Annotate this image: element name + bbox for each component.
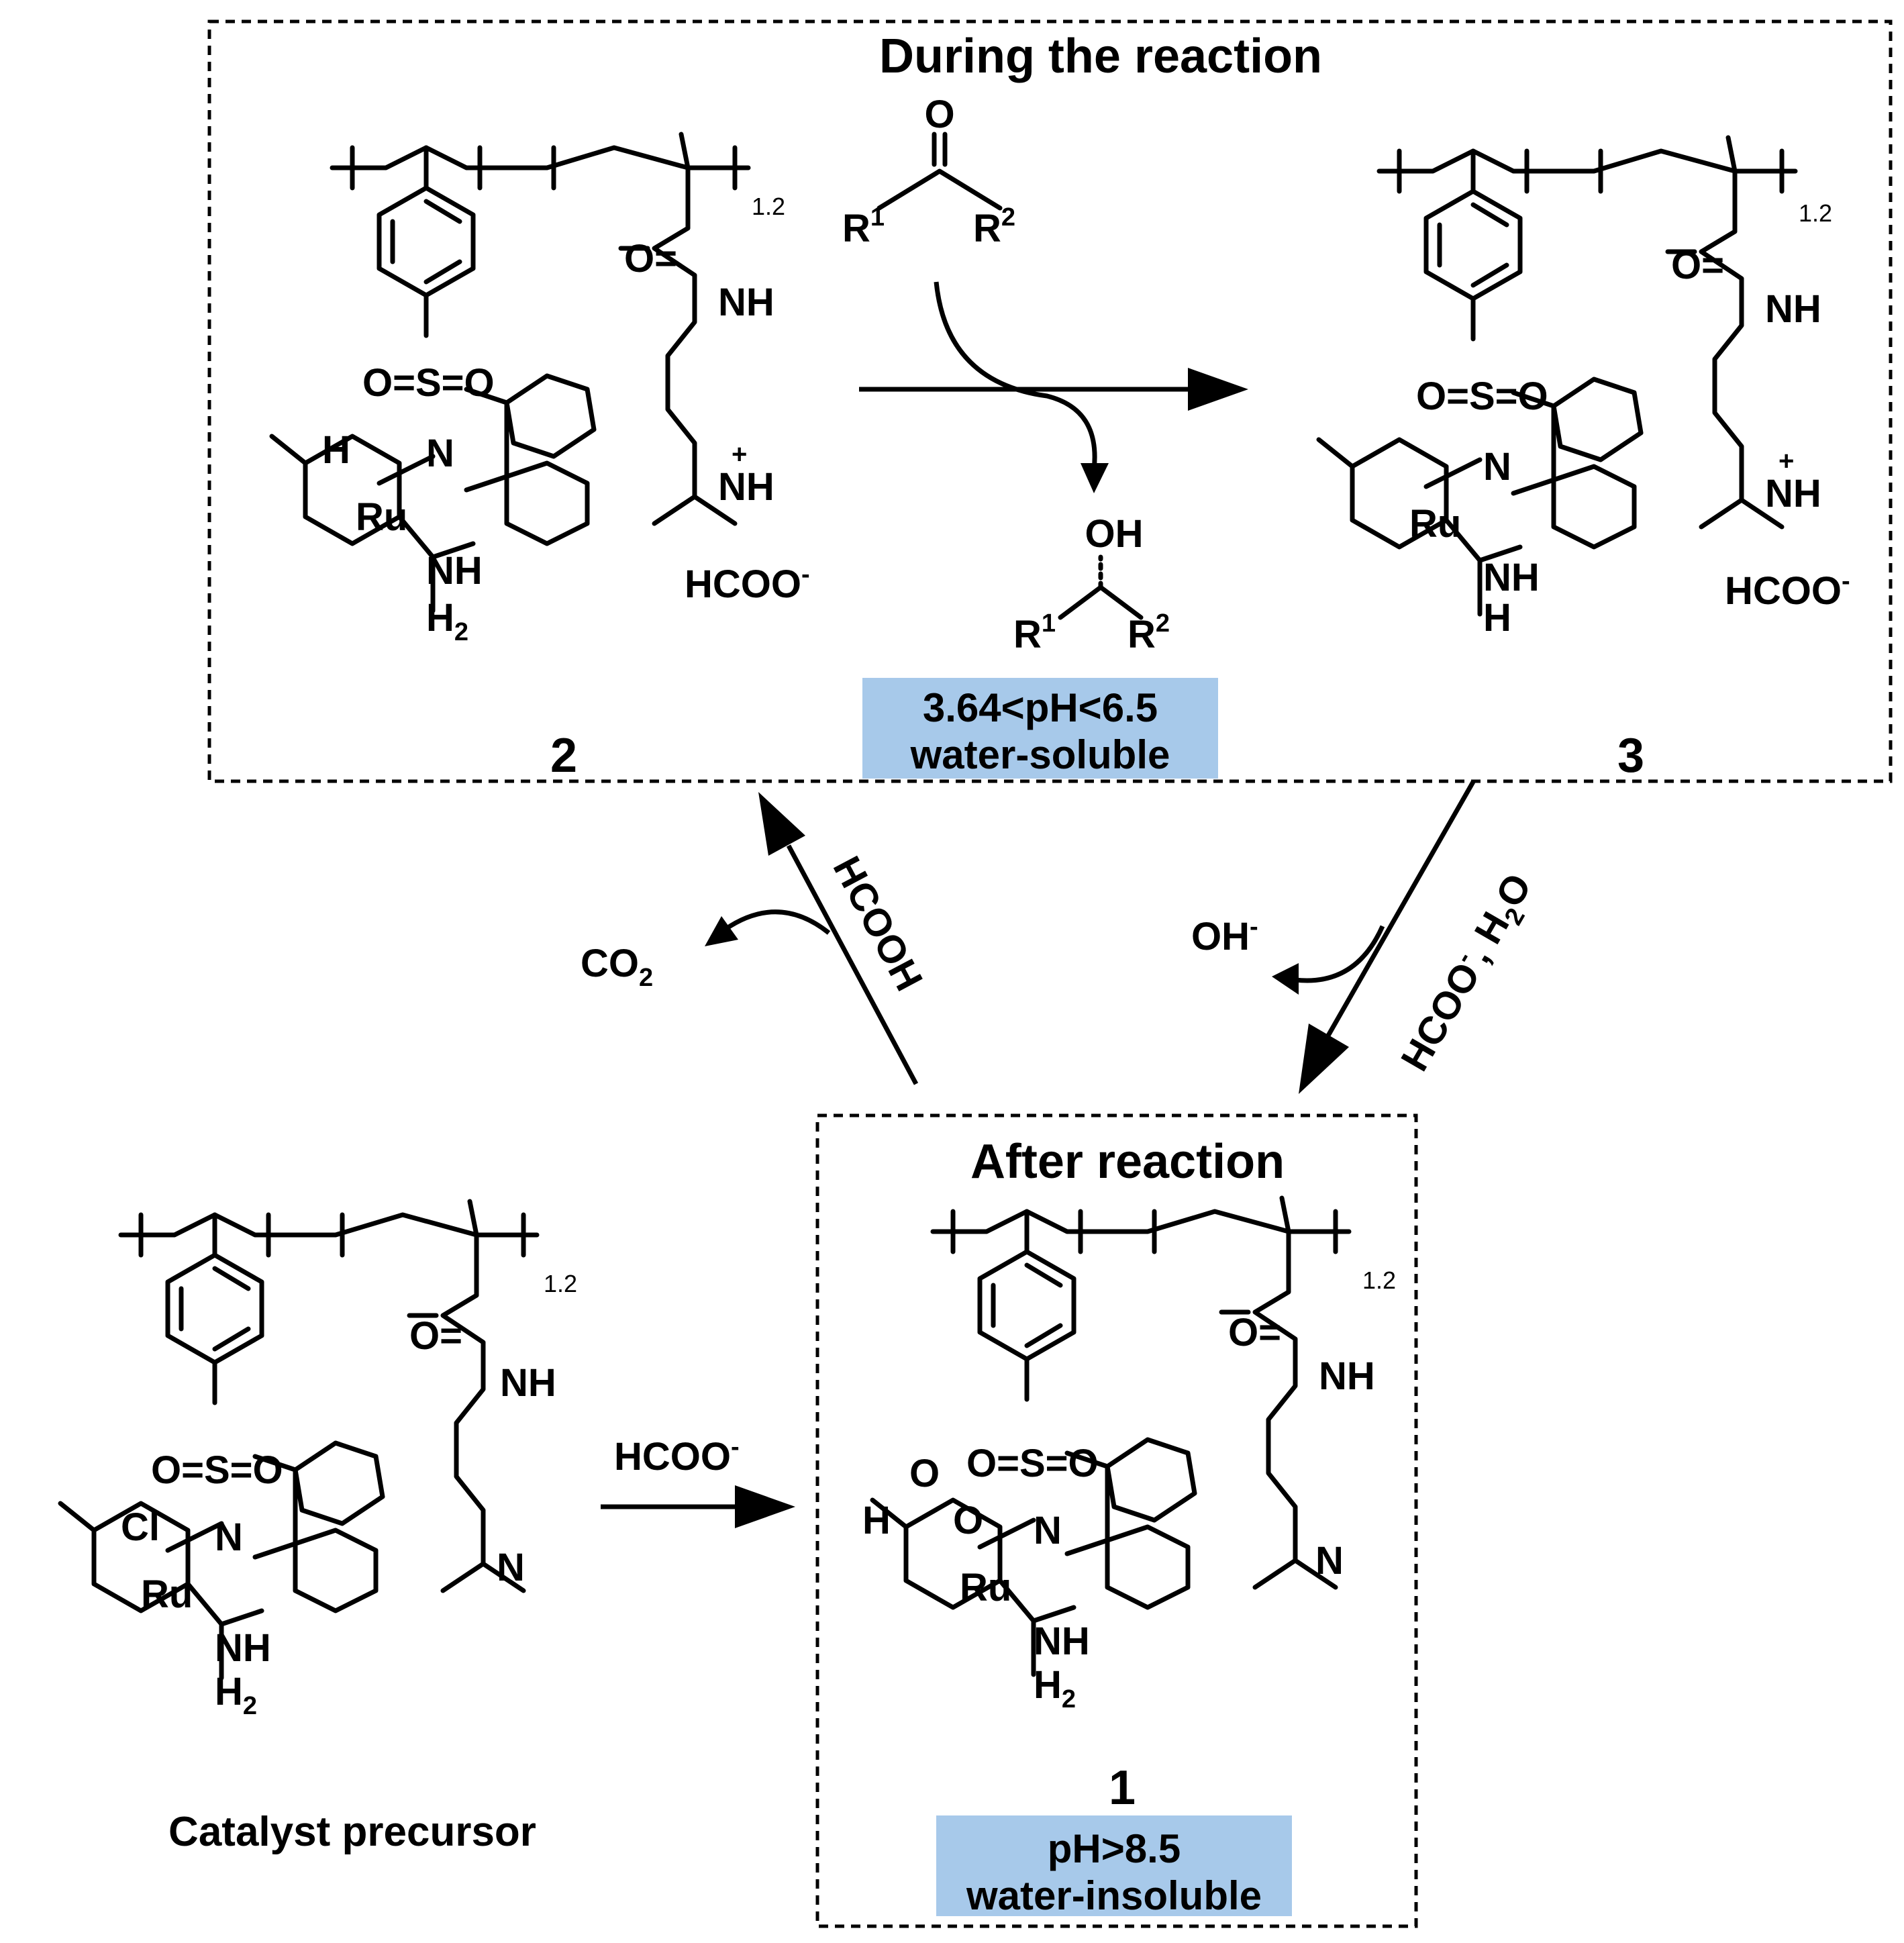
formate-activation-reagent: HCOO-	[614, 1433, 740, 1479]
complex-3-n: N	[1483, 445, 1511, 489]
alcohol-r2: R2	[1128, 609, 1170, 656]
alcohol-r1: R1	[1013, 609, 1056, 656]
complex-2-plus: +	[732, 440, 747, 469]
hcooh-reagent: HCOOH	[825, 850, 932, 998]
insoluble-ph: pH>8.5	[1048, 1826, 1181, 1871]
complex-3-repeat: 1.2	[1799, 199, 1832, 227]
arrow-1-to-2	[705, 792, 919, 1085]
complex-3-hcoo: HCOO-	[1725, 567, 1850, 613]
ketone-o: O	[924, 93, 954, 136]
alcohol-oh: OH	[1085, 512, 1144, 556]
complex-2-structure	[272, 134, 748, 611]
complex-3-ru: Ru	[1409, 502, 1461, 546]
precursor-nh2-n: NH	[215, 1626, 271, 1670]
complex-3-sulfonyl: O=S=O	[1416, 375, 1548, 418]
precursor-o-eq: O=	[409, 1314, 462, 1358]
complex-3-structure	[1319, 138, 1795, 614]
complex-2-nh2-n: NH	[426, 549, 483, 593]
complex-1-ru: Ru	[960, 1566, 1011, 1609]
soluble-condition-badge: 3.64<pH<6.5 water-soluble	[862, 678, 1218, 779]
complex-1-repeat: 1.2	[1362, 1266, 1396, 1294]
complex-1-structure	[872, 1198, 1349, 1675]
compound-2-label: 2	[550, 729, 577, 783]
complex-2-n: N	[426, 432, 454, 475]
arrow-precursor-to-1	[601, 1485, 795, 1528]
complex-3-plus: +	[1778, 446, 1794, 476]
arrow-2-to-3	[859, 281, 1248, 493]
complex-1-nh: NH	[1319, 1354, 1375, 1398]
precursor-nh: NH	[500, 1361, 556, 1405]
insoluble-label: water-insoluble	[966, 1873, 1262, 1918]
precursor-structure	[60, 1201, 537, 1678]
ketone-substrate	[876, 132, 1003, 211]
after-reaction-box	[815, 1113, 1418, 1928]
precursor-cl: Cl	[121, 1505, 160, 1549]
co2-byproduct: CO2	[581, 942, 653, 992]
precursor-n: N	[215, 1515, 243, 1559]
arrow-3-to-1	[1272, 781, 1476, 1094]
complex-1-o-eq: O=	[1228, 1311, 1281, 1354]
precursor-repeat: 1.2	[544, 1270, 577, 1297]
complex-2-nhplus: NH	[718, 465, 774, 509]
complex-1-nh2-n: NH	[1034, 1620, 1090, 1663]
during-reaction-box	[207, 19, 1893, 783]
oh-byproduct: OH-	[1191, 913, 1258, 958]
soluble-label: water-soluble	[910, 732, 1170, 777]
complex-1-n: N	[1034, 1509, 1062, 1552]
soluble-ph: 3.64<pH<6.5	[923, 685, 1158, 730]
complex-3-h: H	[1483, 596, 1511, 640]
ketone-r2: R2	[973, 203, 1015, 250]
complex-2-o-eq: O=	[624, 237, 677, 281]
complex-2-nh: NH	[718, 281, 774, 324]
ketone-r1: R1	[842, 203, 885, 250]
compound-1-label: 1	[1109, 1761, 1136, 1815]
precursor-caption: Catalyst precursor	[168, 1809, 536, 1855]
precursor-h2: H2	[215, 1670, 257, 1720]
complex-3-nh-n: NH	[1483, 556, 1540, 599]
complex-3-nhplus: NH	[1765, 472, 1821, 515]
complex-1-formate-o2: O	[953, 1499, 983, 1542]
complex-1-h2: H2	[1034, 1663, 1076, 1713]
alcohol-product	[1058, 554, 1144, 620]
formate-water-reagent: HCOO-, H2O	[1391, 865, 1546, 1081]
complex-2-h: H	[322, 428, 350, 472]
complex-2-h2: H2	[426, 596, 468, 646]
precursor-ru: Ru	[141, 1573, 193, 1616]
precursor-amine-n: N	[497, 1546, 525, 1589]
during-reaction-title: During the reaction	[879, 30, 1322, 83]
complex-3-o-eq: O=	[1671, 244, 1724, 287]
complex-1-formate-h: H	[862, 1499, 891, 1542]
complex-1-formate-o1: O	[909, 1452, 940, 1495]
insoluble-condition-badge: pH>8.5 water-insoluble	[936, 1815, 1292, 1918]
complex-3-nh: NH	[1765, 287, 1821, 331]
complex-2-sulfonyl: O=S=O	[362, 361, 495, 405]
complex-2-hcoo: HCOO-	[685, 560, 810, 606]
complex-1-amine-n: N	[1315, 1539, 1344, 1583]
compound-3-label: 3	[1617, 729, 1644, 783]
complex-2-ru: Ru	[356, 495, 407, 539]
after-reaction-title: After reaction	[970, 1135, 1285, 1189]
precursor-sulfonyl: O=S=O	[151, 1448, 283, 1492]
complex-1-sulfonyl: O=S=O	[966, 1442, 1099, 1485]
complex-2-repeat: 1.2	[752, 193, 785, 220]
